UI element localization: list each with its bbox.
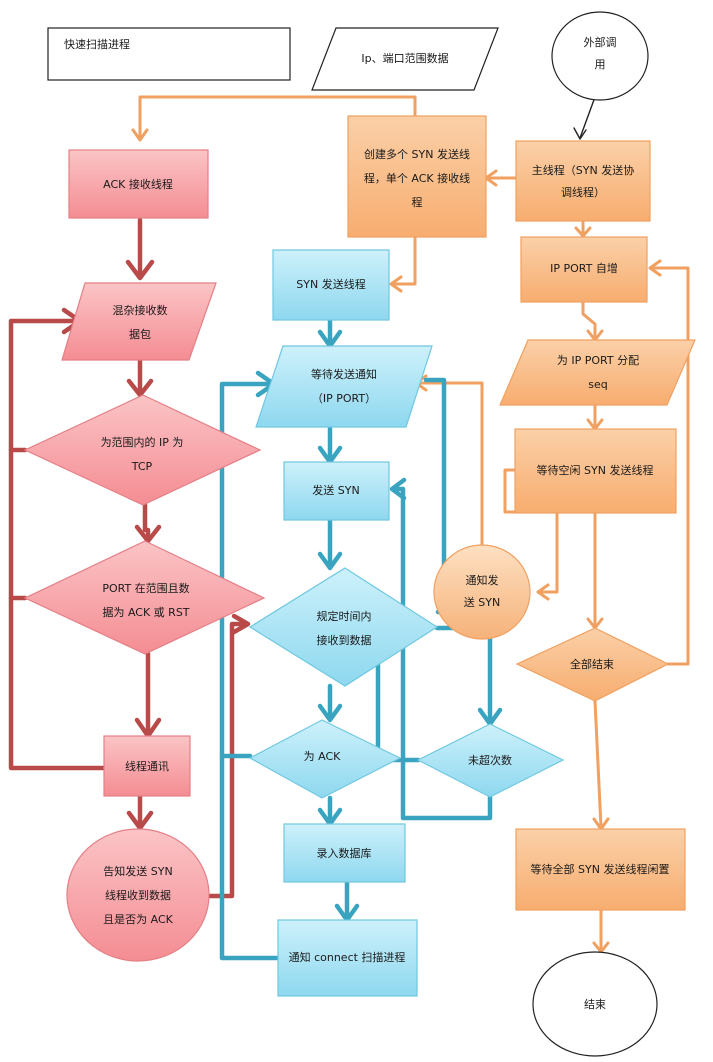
external-call-node: 外部调 用 [551,11,649,101]
node-label: 为范围内的 IP 为 [101,435,184,449]
node-label: 录入数据库 [317,846,372,860]
node-label: 发送 SYN [312,483,359,497]
node-label: 告知发送 SYN [103,864,172,878]
node-label: ACK 接收线程 [103,177,173,191]
node-label: 混杂接收数 [113,303,168,317]
node-label: PORT 在范围且数 [102,581,189,595]
node-label: TCP [131,460,153,473]
external-call-line-2: 用 [595,58,606,71]
node-label: 且是否为 ACK [103,913,174,926]
external-call-line-1: 外部调 [584,35,617,49]
node-label: 创建多个 SYN 发送线 [364,147,470,161]
arrow-notify-connect-loop [219,753,281,961]
send-syn-node: 发送 SYN [283,461,390,521]
node-label: 通知 connect 扫描进程 [289,950,406,964]
node-label: 规定时间内 [317,609,372,623]
node-label: 未超次数 [468,753,512,767]
is-ack-node: 为 ACK [248,719,402,799]
thread-comm-node: 线程通讯 [103,735,191,797]
arrow-alldone-to-waitall [593,699,603,829]
node-label: 通知发 [466,573,499,587]
node-label: seq [588,378,607,391]
node-label: 线程通讯 [125,759,169,773]
title-text: 快速扫描进程 [64,37,130,51]
node-label: 线程收到数据 [105,888,171,902]
connectors [8,95,690,961]
notify-send-syn-node: 通知发 送 SYN [433,544,531,640]
node-label: 据包 [129,327,151,341]
end-node: 结束 [532,951,658,1057]
title-box: 快速扫描进程 [47,27,291,81]
main-thread-node: 主线程（SYN 发送协 调线程） [515,140,651,222]
ip-port-increment-node: IP PORT 自增 [520,236,648,303]
arrow-alldone-loop [649,266,690,666]
node-label: 据为 ACK 或 RST [102,605,189,619]
node-label: 等待全部 SYN 发送线程闲置 [531,862,670,876]
ip-in-range-node: 为范围内的 IP 为 TCP [23,394,262,506]
wait-all-idle-node: 等待全部 SYN 发送线程闲置 [515,828,686,911]
node-label: 主线程（SYN 发送协 [532,163,634,177]
node-label: 接收到数据 [317,633,372,647]
arrow-received-to-notexceeded [434,625,493,725]
node-label: 等待空闲 SYN 发送线程 [537,463,654,477]
node-label: 调线程） [561,185,605,199]
node-label: 程，单个 ACK 接收线 [364,171,470,185]
arrow-notexceeded-to-send [390,486,493,821]
all-done-node: 全部结束 [515,627,670,702]
assign-seq-node: 为 IP PORT 分配 seq [499,339,696,406]
arrow-external-to-main [579,96,596,139]
arrow-inform-to-received [207,621,249,899]
arrow-comm-loop [8,318,107,771]
node-label: IP PORT 自增 [550,261,618,275]
node-label: SYN 发送线程 [296,277,365,291]
wait-idle-thread-node: 等待空闲 SYN 发送线程 [514,428,677,514]
arrow-create-to-ack [138,95,417,140]
node-label: 程 [412,196,423,209]
input-data-node: Ip、端口范围数据 [311,27,499,91]
notify-connect-node: 通知 connect 扫描进程 [277,919,418,997]
wait-notify-node: 等待发送通知 （IP PORT） [255,345,433,428]
arrow-ip-to-port [142,502,151,542]
not-exceeded-node: 未超次数 [416,723,565,798]
node-label: 为 ACK [304,750,342,763]
arrow-notify-to-wait-notify [416,381,484,549]
record-db-node: 录入数据库 [283,823,406,883]
node-label: 全部结束 [570,657,614,671]
promisc-recv-node: 混杂接收数 据包 [61,282,217,361]
received-in-time-node: 规定时间内 接收到数据 [248,567,439,687]
port-in-range-node: PORT 在范围且数 据为 ACK 或 RST [23,540,266,655]
arrow-create-to-syn [391,235,417,286]
node-label: 为 IP PORT 分配 [557,354,639,367]
input-data-text: Ip、端口范围数据 [361,51,448,65]
arrow-isack-to-wait-notify [219,381,275,759]
inform-syn-node: 告知发送 SYN 线程收到数据 且是否为 ACK [66,828,210,962]
node-label: 送 SYN [464,595,500,609]
syn-thread-node: SYN 发送线程 [272,249,390,321]
node-label: 等待发送通知 [311,367,377,381]
node-label: 结束 [584,998,606,1011]
create-threads-node: 创建多个 SYN 发送线 程，单个 ACK 接收线 程 [347,115,487,238]
node-label: （IP PORT） [312,392,376,405]
arrow-ipport-to-seq [581,300,597,340]
ack-thread-node: ACK 接收线程 [68,149,209,219]
